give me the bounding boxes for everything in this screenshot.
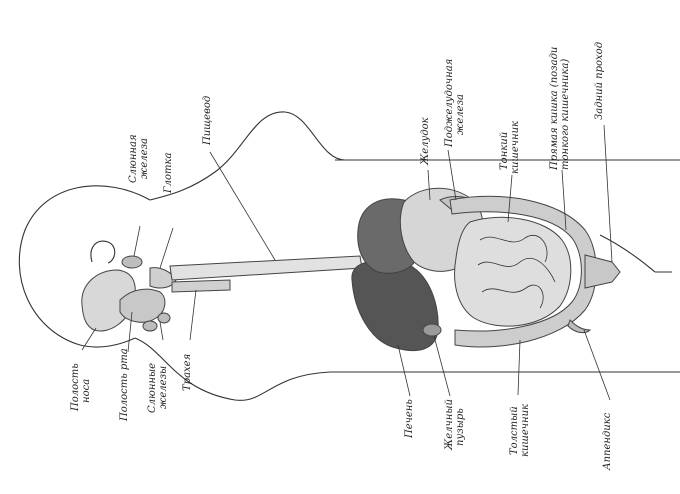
- label-gallbladder-line2: пузырь: [455, 408, 466, 446]
- label-pharynx: Глотка: [163, 153, 174, 194]
- esophagus: [170, 256, 362, 280]
- label-nasal-cavity-line2: носа: [81, 379, 92, 403]
- label-trachea-text: Трахея: [182, 354, 193, 391]
- label-stomach: Желудок: [420, 117, 431, 166]
- salivary-gland-lower-1: [143, 321, 157, 331]
- abdominal-organs: [352, 188, 620, 350]
- label-gallbladder-line1: Желчный: [444, 399, 455, 451]
- small-intestine: [455, 217, 571, 326]
- label-rectum-line1: Прямая кишка (позади: [549, 47, 560, 171]
- label-salivary-gland-upper-line1: Слюнная: [128, 134, 139, 183]
- ear: [91, 241, 115, 263]
- label-esophagus: Пищевод: [202, 96, 213, 146]
- label-small-intestine-line1: Тонкий: [499, 132, 510, 170]
- label-stomach-text: Желудок: [420, 117, 431, 166]
- label-large-intestine: Толстый кишечник: [509, 404, 531, 457]
- label-pancreas-line1: Поджелудочная: [444, 59, 455, 148]
- salivary-gland-lower-2: [158, 313, 170, 323]
- label-liver: Печень: [404, 399, 415, 439]
- label-appendix-text: Аппендикс: [602, 412, 613, 471]
- label-nasal-cavity: Полость носа: [70, 363, 92, 412]
- label-rectum-line2: тонкого кишечника): [560, 59, 571, 170]
- label-trachea: Трахея: [182, 354, 193, 391]
- label-salivary-glands-lower-line2: железы: [158, 366, 169, 409]
- label-appendix: Аппендикс: [602, 412, 613, 471]
- tubes: [170, 256, 362, 292]
- label-large-intestine-line2: кишечник: [520, 404, 531, 457]
- label-anus-text: Задний проход: [594, 42, 605, 120]
- label-gallbladder: Желчный пузырь: [444, 399, 466, 451]
- salivary-gland-upper: [122, 256, 142, 268]
- label-rectum: Прямая кишка (позади тонкого кишечника): [549, 47, 571, 171]
- label-anus: Задний проход: [594, 42, 605, 120]
- label-salivary-gland-upper: Слюнная железа: [128, 134, 150, 183]
- label-oral-cavity-text: Полость рта: [119, 348, 130, 422]
- label-esophagus-text: Пищевод: [202, 96, 213, 146]
- liver-lower-lobe: [352, 261, 438, 351]
- label-large-intestine-line1: Толстый: [509, 406, 520, 455]
- label-salivary-glands-lower-line1: Слюнные: [147, 363, 158, 413]
- appendix: [568, 320, 590, 333]
- label-nasal-cavity-line1: Полость: [70, 363, 81, 412]
- label-pancreas-line2: железа: [455, 94, 466, 135]
- label-salivary-glands-lower: Слюнные железы: [147, 363, 169, 413]
- rectum: [585, 255, 620, 288]
- label-pharynx-text: Глотка: [163, 153, 174, 194]
- head-organs: [82, 241, 176, 331]
- label-small-intestine: Тонкий кишечник: [499, 121, 521, 174]
- gallbladder: [423, 324, 441, 336]
- trachea: [172, 280, 230, 292]
- label-salivary-gland-upper-line2: железа: [139, 138, 150, 179]
- label-liver-text: Печень: [404, 399, 415, 439]
- label-small-intestine-line2: кишечник: [510, 121, 521, 174]
- label-oral-cavity: Полость рта: [119, 348, 130, 422]
- label-pancreas: Поджелудочная железа: [444, 59, 466, 148]
